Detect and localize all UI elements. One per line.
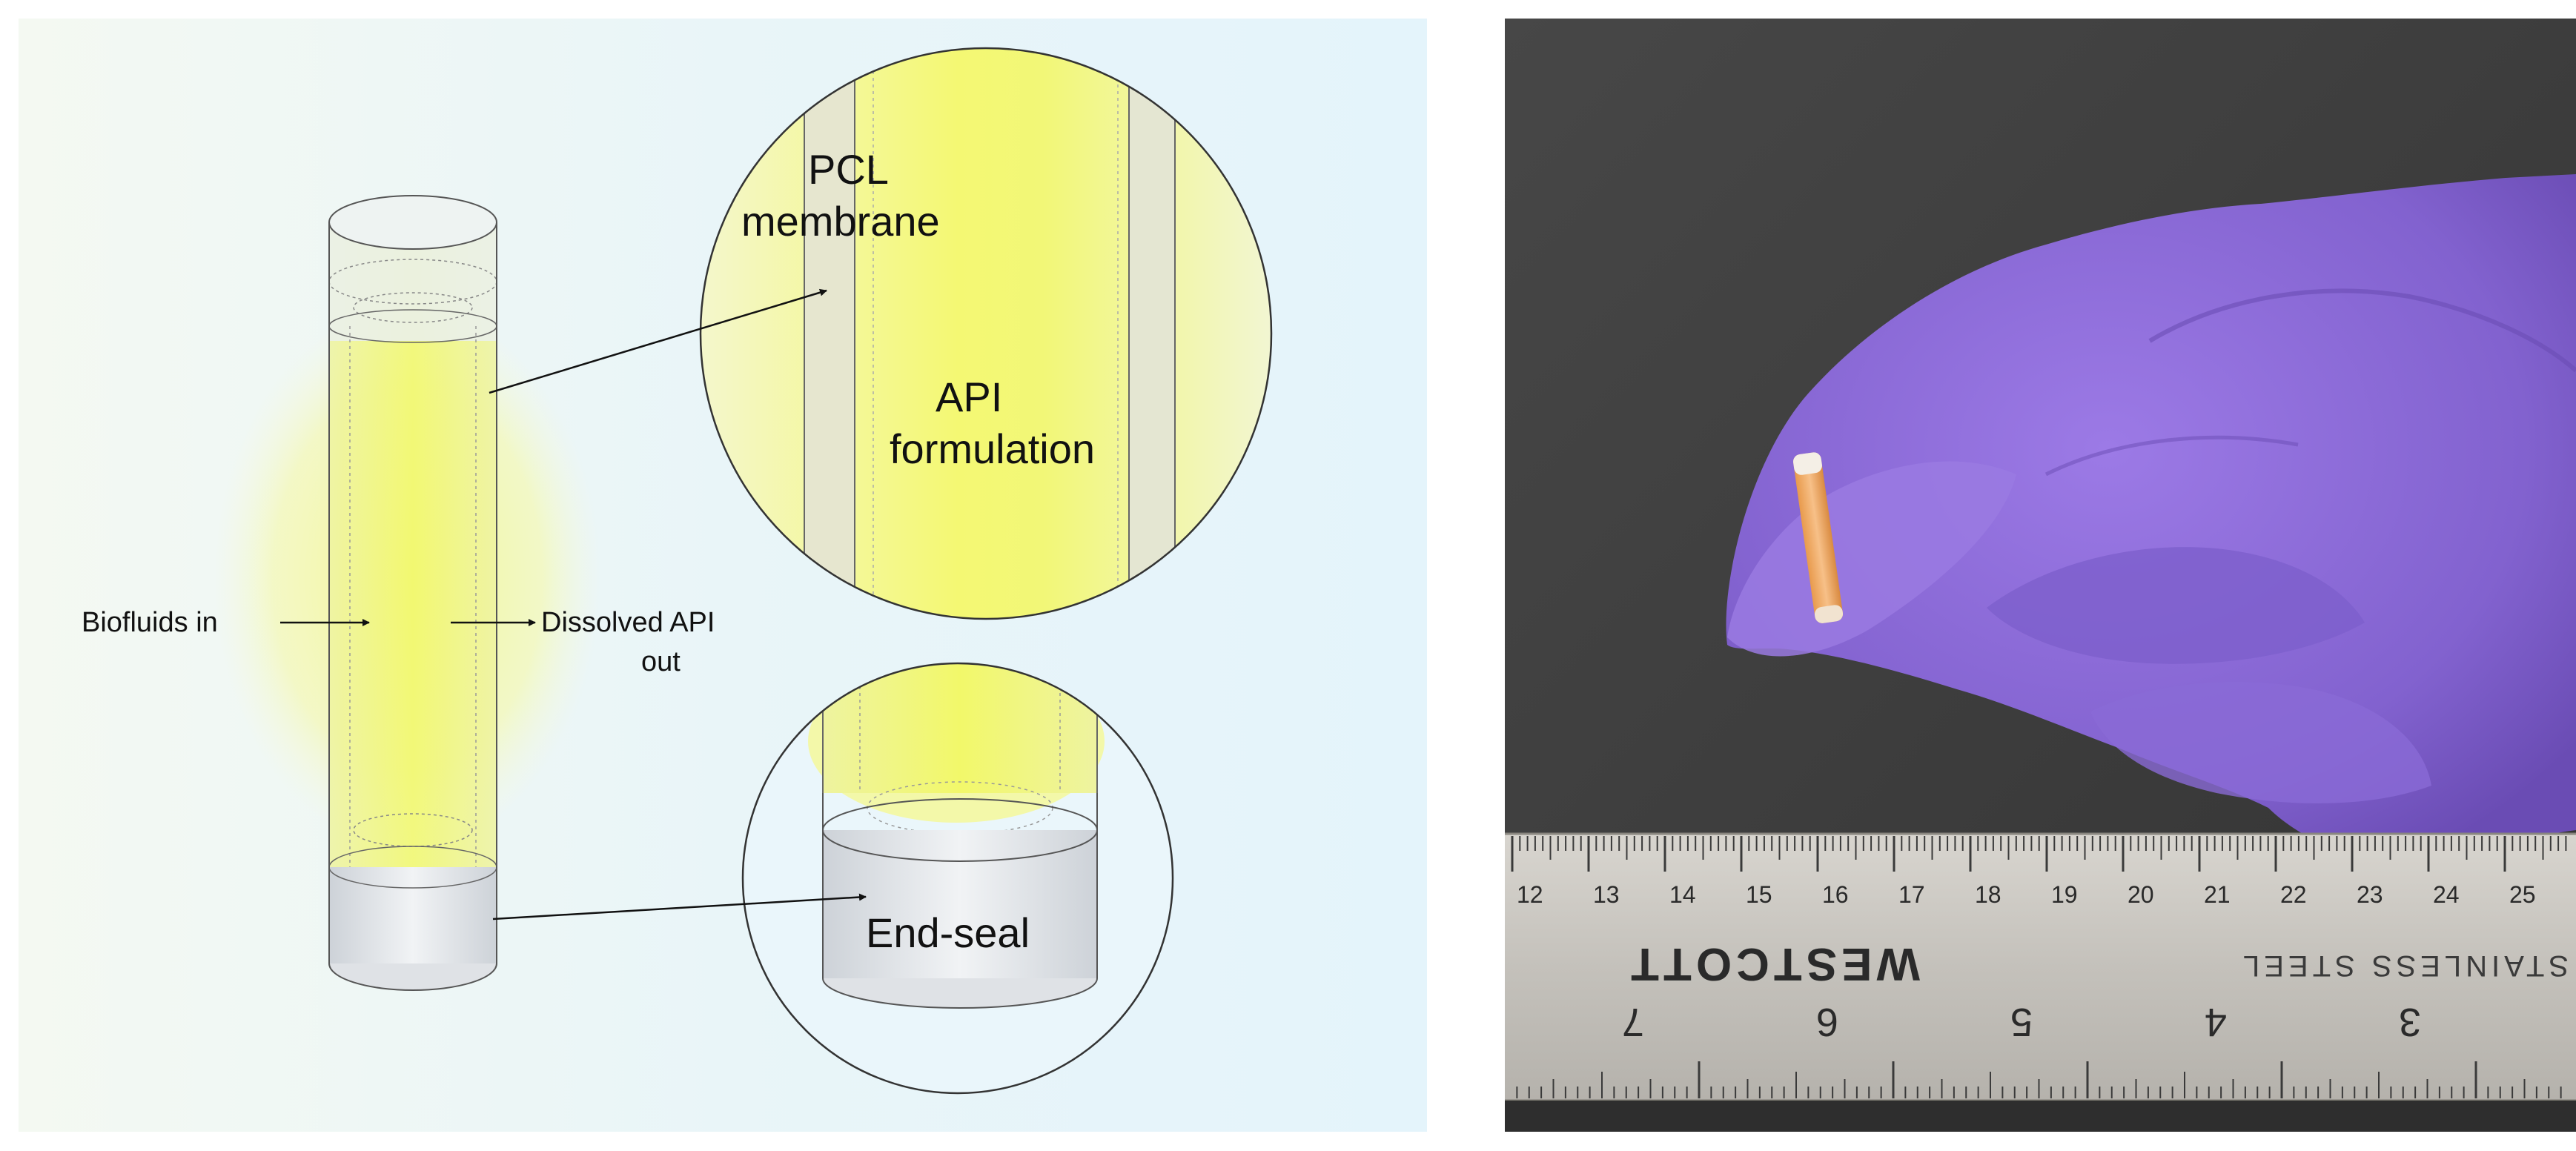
bottom-seal	[329, 867, 497, 963]
implant-end-seal-top	[1793, 452, 1822, 475]
cm-tick-label: 25	[2509, 881, 2536, 908]
zoom-end-seal: End-seal	[741, 662, 1174, 1095]
photo-bottom-shadow	[1505, 1101, 2576, 1132]
ruler-steel-label: STAINLESS STEEL	[2239, 949, 2569, 982]
cm-tick-label: 20	[2128, 881, 2154, 908]
cm-tick-label: 14	[1669, 881, 1696, 908]
label-formulation: formulation	[890, 425, 1095, 472]
cm-tick-label: 19	[2051, 881, 2078, 908]
panel-gap	[1427, 0, 1505, 1151]
membrane-band-left	[804, 48, 855, 619]
cm-tick-label: 16	[1822, 881, 1849, 908]
inch-tick-label: 7	[1622, 1000, 1644, 1044]
glove-knuckle	[2090, 682, 2431, 803]
implant-photo	[1793, 452, 1844, 623]
zoom-membrane-fill	[701, 48, 1271, 619]
cm-tick-label: 18	[1975, 881, 2001, 908]
cm-tick-label: 12	[1517, 881, 1543, 908]
gloved-hand	[1726, 174, 2576, 861]
implant-body	[1793, 452, 1844, 623]
glove-finger-fold	[1987, 547, 2365, 664]
inch-tick-label: 6	[1816, 1000, 1838, 1044]
inch-tick-label: 3	[2399, 1000, 2421, 1044]
bottom-face	[328, 963, 497, 991]
label-api: API	[936, 374, 1002, 420]
cm-tick-label: 22	[2280, 881, 2307, 908]
bottom-inner-ring	[353, 813, 473, 847]
glove-crease-2	[2044, 435, 2299, 477]
label-dissolved-api-line1: Dissolved API	[541, 607, 715, 638]
cm-tick-label: 24	[2433, 881, 2460, 908]
seal-bottom-face	[822, 978, 1098, 1009]
zoom-membrane-outline	[699, 47, 1273, 620]
inch-tick-label: 4	[2205, 1000, 2227, 1044]
cm-tick-label: 13	[1593, 881, 1620, 908]
cm-tick-label: 21	[2204, 881, 2231, 908]
inch-scale: 765432	[1516, 1000, 2562, 1098]
diagram-panel: Biofluids in Dissolved API out PCL membr…	[19, 19, 1427, 1132]
top-inner-ring-b	[353, 292, 473, 323]
top-cap-face	[328, 195, 497, 250]
label-membrane: membrane	[741, 198, 940, 245]
membrane-band-right	[1129, 48, 1175, 619]
implant-device	[328, 195, 497, 991]
cm-tick-label: 17	[1898, 881, 1925, 908]
ruler-brand: WESTCOTT	[1626, 938, 1920, 989]
implant-end-seal-bottom	[1814, 605, 1844, 623]
cm-tick-label: 23	[2357, 881, 2383, 908]
zoom-membrane: PCL membrane API formulation	[699, 47, 1273, 620]
zoom-seal-outline	[741, 662, 1174, 1095]
cm-scale: 12 13 14 15 16 17 18 19 20 21 22 23 24 25	[1511, 836, 2567, 908]
zoom-seal-arrow	[492, 893, 867, 921]
cm-tick-label: 15	[1746, 881, 1772, 908]
label-end-seal: End-seal	[866, 909, 1030, 956]
seal-cylinder	[823, 830, 1097, 978]
glove-crease-1	[2148, 288, 2576, 373]
label-pcl: PCL	[808, 146, 889, 193]
label-biofluids-in: Biofluids in	[82, 607, 218, 638]
zoom-membrane-arrow	[489, 288, 827, 394]
label-dissolved-api-line2: out	[641, 646, 681, 677]
glove-thumb	[1727, 461, 2016, 657]
glove-palm	[1726, 174, 2576, 861]
ruler-body	[1505, 834, 2576, 1101]
inch-tick-label: 5	[2010, 1000, 2033, 1044]
